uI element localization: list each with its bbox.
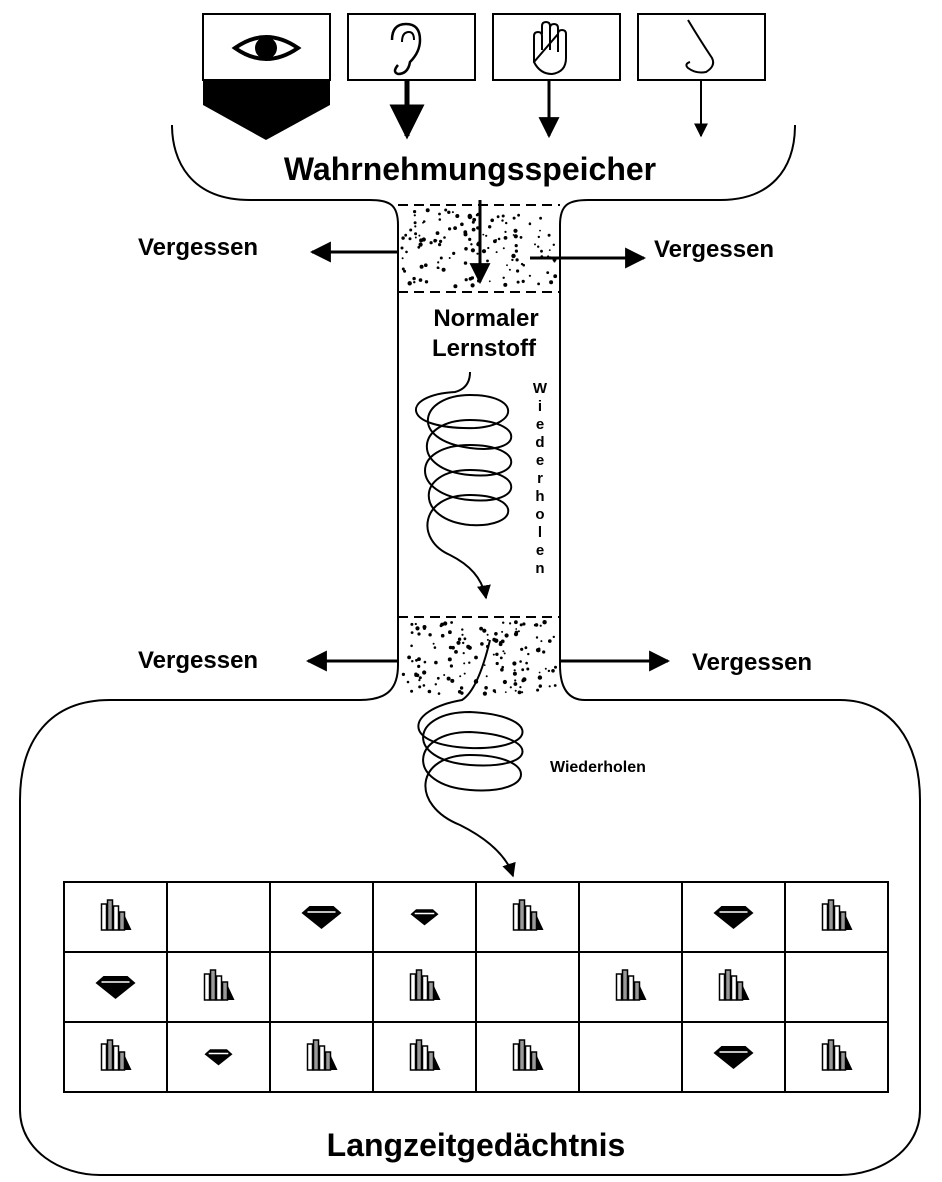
storage-cell (270, 952, 373, 1022)
long-term-title: Langzeitgedächtnis (327, 1127, 626, 1163)
storage-cell (476, 952, 579, 1022)
storage-cell (476, 1022, 579, 1092)
storage-cell (64, 952, 167, 1022)
rehearsal-spiral-short-term (416, 372, 511, 595)
storage-cell (579, 882, 682, 952)
sensory-store-title: Wahrnehmungsspeicher (284, 151, 656, 187)
sense-box-ear (348, 14, 475, 80)
short-term-title-line2: Lernstoff (432, 335, 537, 362)
storage-cell (785, 952, 888, 1022)
storage-cell (682, 952, 785, 1022)
storage-cell (579, 952, 682, 1022)
storage-cell (64, 1022, 167, 1092)
storage-cell (579, 1022, 682, 1092)
sense-box-hand (493, 14, 620, 80)
storage-cell (270, 1022, 373, 1092)
lower-filter (398, 617, 560, 696)
forget-label-upper-left: Vergessen (138, 234, 258, 261)
storage-cell (476, 882, 579, 952)
storage-cell (682, 882, 785, 952)
storage-cell (167, 882, 270, 952)
eye-icon (235, 37, 298, 59)
forget-label-upper-right: Vergessen (654, 236, 774, 263)
sense-box-eye (203, 14, 330, 80)
storage-cell (64, 882, 167, 952)
storage-cell (373, 1022, 476, 1092)
forget-label-lower-right: Vergessen (692, 649, 812, 676)
short-term-spiral-arrowhead (484, 586, 486, 598)
storage-cell (785, 1022, 888, 1092)
storage-cell (270, 882, 373, 952)
storage-cell (373, 952, 476, 1022)
long-term-spiral-arrowhead (509, 864, 513, 876)
storage-cell (682, 1022, 785, 1092)
sense-box-nose (638, 14, 765, 80)
storage-cell (167, 952, 270, 1022)
rehearsal-label-vertical: Wiederholen (532, 380, 549, 578)
short-term-title-line1: Normaler (433, 305, 538, 332)
storage-cell (373, 882, 476, 952)
storage-cell (785, 882, 888, 952)
rehearsal-spiral-long-term (418, 640, 522, 872)
rehearsal-label-long-term: Wiederholen (550, 759, 646, 776)
storage-grid (64, 882, 888, 1092)
eye-input-arrow (203, 80, 330, 140)
storage-cell (167, 1022, 270, 1092)
forget-label-lower-left: Vergessen (138, 647, 258, 674)
